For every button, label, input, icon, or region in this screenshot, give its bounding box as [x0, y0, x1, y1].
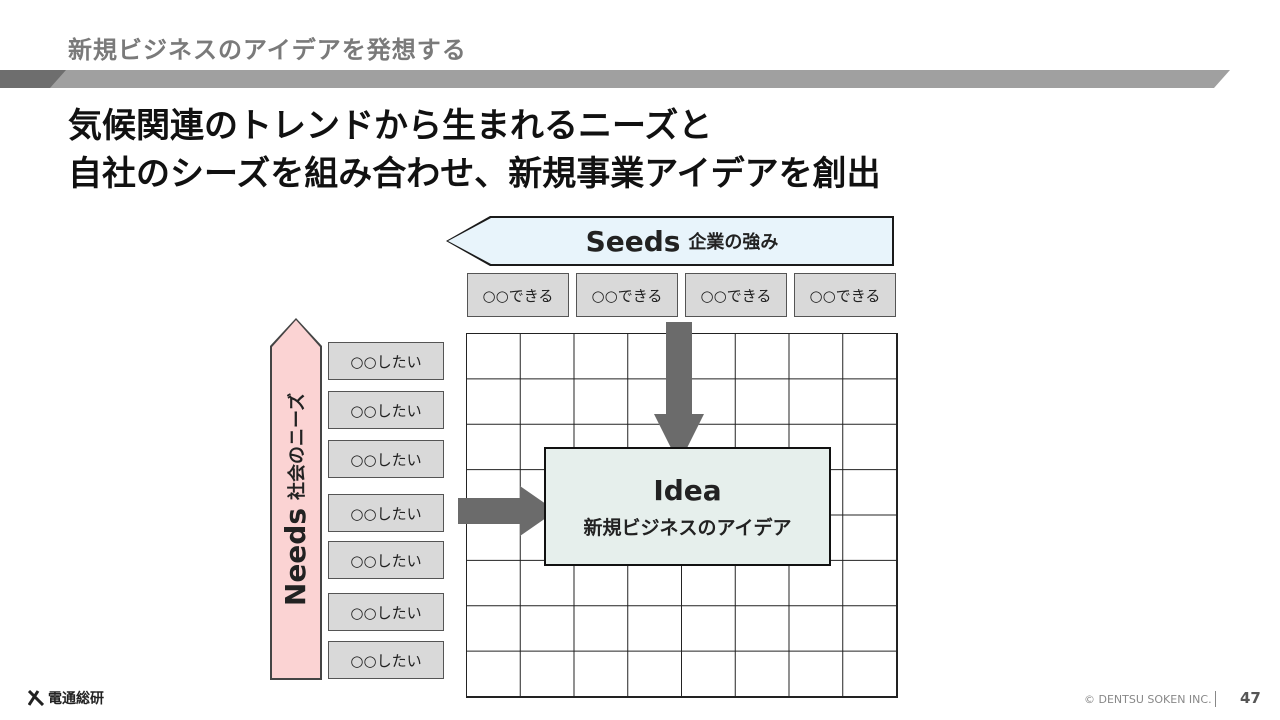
need-chip-5: ○○したい [328, 541, 444, 579]
title-bar [0, 70, 1230, 88]
need-chip-3: ○○したい [328, 440, 444, 478]
seed-chip-4: ○○できる [794, 273, 896, 317]
section-title: 新規ビジネスのアイデアを発想する [68, 36, 467, 64]
needs-arrow-fill [272, 320, 320, 678]
seeds-label: Seeds [585, 224, 681, 258]
headline: 気候関連のトレンドから生まれるニーズと 自社のシーズを組み合わせ、新規事業アイデ… [68, 102, 881, 198]
need-chip-1: ○○したい [328, 342, 444, 380]
idea-label: Idea [653, 474, 722, 507]
needs-label-wrap: Needs 社会のニーズ [270, 318, 322, 680]
need-chip-7: ○○したい [328, 641, 444, 679]
idea-box: Idea 新規ビジネスのアイデア [544, 447, 831, 566]
seed-chip-3: ○○できる [685, 273, 787, 317]
need-chip-6: ○○したい [328, 593, 444, 631]
title-bar-accent [0, 70, 66, 88]
logo-text: 電通総研 [48, 691, 104, 707]
idea-sublabel: 新規ビジネスのアイデア [583, 517, 792, 539]
page-number: 47 [1240, 689, 1261, 707]
needs-sublabel: 社会のニーズ [287, 392, 309, 500]
needs-label: Needs [279, 507, 313, 606]
copyright: © DENTSU SOKEN INC. [1084, 693, 1212, 706]
seeds-banner-fill: Seeds 企業の強み [448, 218, 892, 264]
needs-arrow [270, 318, 322, 680]
need-chip-4: ○○したい [328, 494, 444, 532]
headline-line-1: 気候関連のトレンドから生まれるニーズと [68, 106, 713, 146]
x-mark-icon [28, 690, 44, 706]
page-separator [1215, 691, 1216, 707]
seed-chip-1: ○○できる [467, 273, 569, 317]
needs-label-rotated: Needs 社会のニーズ [280, 392, 313, 605]
headline-line-2: 自社のシーズを組み合わせ、新規事業アイデアを創出 [68, 154, 881, 194]
seeds-sublabel: 企業の強み [688, 232, 779, 253]
seeds-banner: Seeds 企業の強み [446, 216, 894, 266]
seed-chip-2: ○○できる [576, 273, 678, 317]
company-logo: 電通総研 [28, 688, 104, 708]
need-chip-2: ○○したい [328, 391, 444, 429]
